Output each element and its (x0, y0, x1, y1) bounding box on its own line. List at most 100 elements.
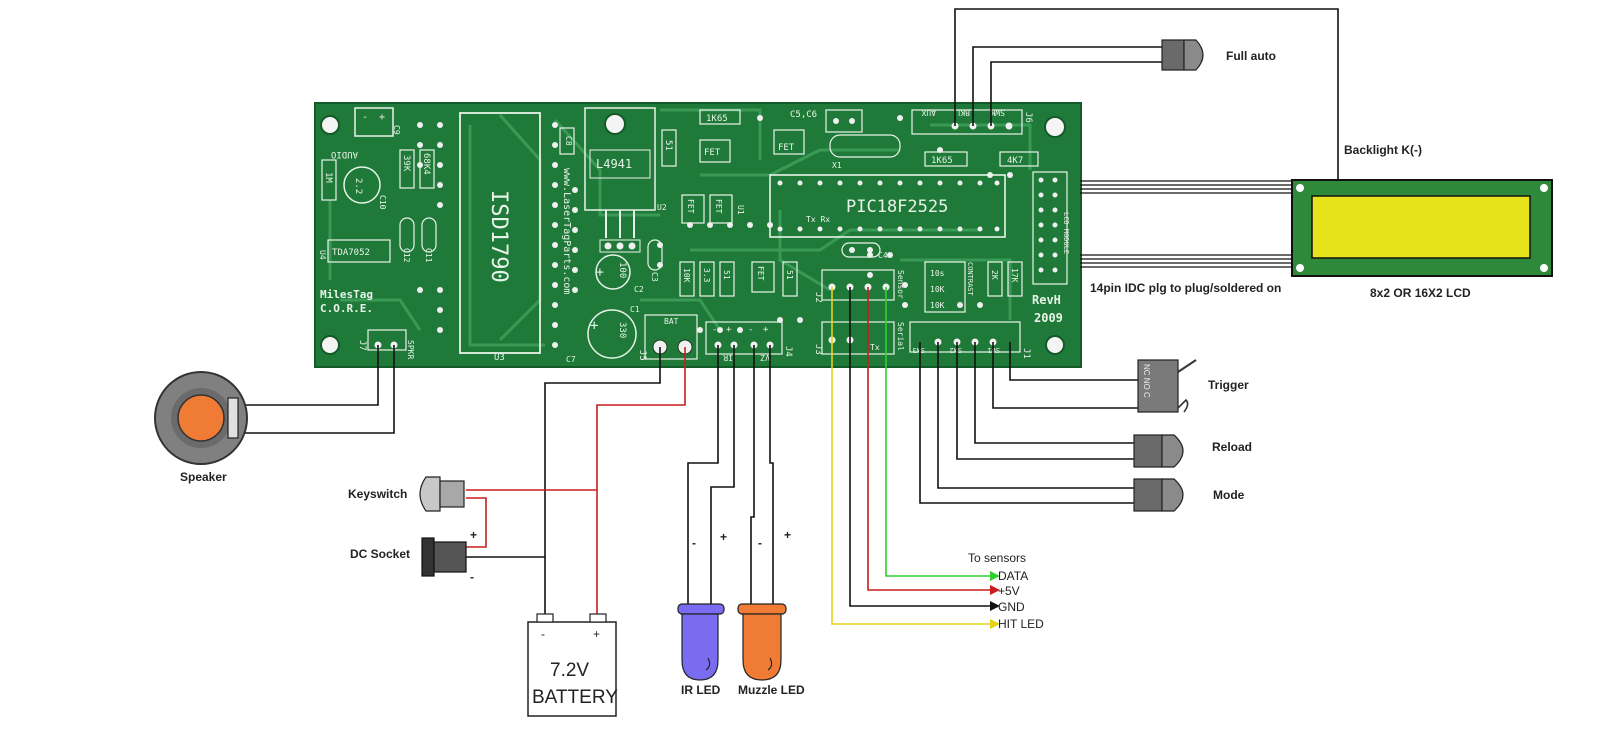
j5-label: J5 (637, 350, 647, 361)
trigger-switch: NC NO C (1137, 359, 1197, 413)
header-j3 (821, 321, 895, 355)
label-lcd: 8x2 OR 16X2 LCD (1370, 286, 1471, 300)
ir-pin-label: IR (723, 353, 733, 362)
lcd-module-label: LCD MODULE (1062, 212, 1070, 254)
fet-3-label: FET (686, 199, 695, 214)
c2-value: 100 (617, 262, 627, 278)
reload-button (1133, 434, 1184, 468)
board-year: 2009 (1034, 311, 1063, 325)
j4-plus-2: + (763, 325, 769, 335)
fet-5-label: FET (756, 266, 765, 281)
label-speaker: Speaker (180, 470, 227, 484)
sw2-label: SW2 (949, 346, 962, 354)
keyswitch (419, 476, 465, 512)
resistor-1k65-b (924, 151, 968, 167)
header-j7 (367, 329, 407, 351)
capacitor-c4 (841, 242, 881, 258)
label-hit-led: HIT LED (998, 617, 1044, 631)
j6-label: J6 (1023, 112, 1033, 123)
chip-tda7052-label: TDA7052 (332, 248, 370, 258)
resistor-68k4 (419, 149, 435, 189)
label-gnd: GND (998, 600, 1025, 614)
lcd-header-pins (1038, 177, 1058, 273)
x1-label: X1 (832, 161, 842, 170)
bat-label: BAT (664, 317, 679, 326)
c3-label: C3 (650, 272, 659, 282)
label-keyswitch: Keyswitch (348, 487, 407, 501)
sensor-arrows (990, 571, 1000, 629)
spkr-label: SPKR (406, 340, 415, 359)
c10-label: C10 (378, 195, 387, 210)
swk-label: SWK (990, 108, 1005, 117)
chip-pic18f2525-label: PIC18F2525 (846, 197, 948, 217)
dc-minus: - (470, 570, 474, 584)
j4-label: J4 (783, 346, 793, 357)
c2-plus: + (596, 265, 604, 280)
label-dc-socket: DC Socket (350, 547, 410, 561)
fet-3 (681, 194, 705, 224)
audio-plus: + (379, 112, 385, 123)
u1-label: U1 (736, 205, 745, 215)
vz-pin-label: VZ (760, 353, 770, 362)
c1-value: 330 (617, 322, 627, 338)
c9-label: C9 (392, 125, 401, 135)
resistor-1k65-b-label: 1K65 (931, 156, 953, 166)
c7-label: C7 (566, 355, 576, 364)
label-full-auto: Full auto (1226, 49, 1276, 63)
audio-minus: - (362, 112, 368, 123)
resistor-1m-label: 1M (323, 172, 333, 183)
r10ka-label: 10K (930, 285, 945, 294)
j4-minus-2: - (748, 325, 753, 335)
board-revision: RevH (1032, 293, 1061, 307)
capacitor-2-2-label: 2.2 (353, 178, 363, 194)
lcd-display (1291, 179, 1553, 277)
contrast-pot (924, 261, 966, 313)
capacitor-c1 (587, 309, 637, 359)
c4-label: C4 (878, 251, 888, 260)
ir-led (677, 603, 725, 681)
fet-2-label: FET (778, 143, 795, 153)
chip-tda7052 (327, 239, 391, 263)
audio-label: AUDIO (331, 149, 358, 159)
resistor-1k65-a (699, 109, 741, 125)
ir-led-minus: - (692, 536, 696, 550)
chip-isd1790 (459, 112, 541, 354)
audio-connector (354, 107, 394, 137)
crystal-x1 (829, 134, 901, 158)
u4-label: U4 (318, 250, 327, 260)
c1-plus: + (590, 318, 598, 334)
dc-socket (421, 537, 467, 577)
resistor-3-3 (699, 261, 715, 297)
c5c6-label: C5,C6 (790, 110, 817, 120)
label-data: DATA (998, 569, 1028, 583)
resistor-4k7 (999, 151, 1039, 167)
resistor-17k (1007, 261, 1023, 297)
muzzle-led-plus: + (784, 528, 791, 542)
serial-label: Serial (896, 322, 905, 351)
resistor-51-b-label: 51 (722, 270, 731, 280)
c12-label: C12 (402, 248, 411, 263)
resistor-10k (679, 261, 695, 297)
resistor-2k (987, 261, 1003, 297)
resistor-1k65-a-label: 1K65 (706, 114, 728, 124)
resistor-68k4-label: 68K4 (421, 153, 431, 175)
u2-label: U2 (657, 203, 667, 212)
brand-line-2: C.O.R.E. (320, 302, 373, 315)
header-j2 (821, 269, 895, 301)
resistor-17k-label: 17K (1010, 268, 1019, 283)
contrast-label: CONTRAST (966, 262, 974, 297)
sensor-label: Sensor (896, 270, 905, 299)
regulator-legs (605, 210, 635, 238)
j7-label: J7 (357, 340, 367, 351)
brand-line-1: MilesTag (320, 288, 373, 301)
chip-isd1790-label: ISD1790 (486, 190, 511, 283)
c2-label: C2 (634, 285, 644, 294)
j4-minus-1: - (712, 325, 717, 335)
header-j4 (705, 321, 783, 355)
j3-label: J3 (813, 344, 823, 355)
board-url: www.LaserTagParts.com (561, 168, 572, 294)
sw3-label: SW3 (912, 346, 925, 354)
wires (238, 8, 1339, 625)
pcb-vias (417, 115, 1013, 348)
tx-label: Tx (870, 343, 880, 352)
